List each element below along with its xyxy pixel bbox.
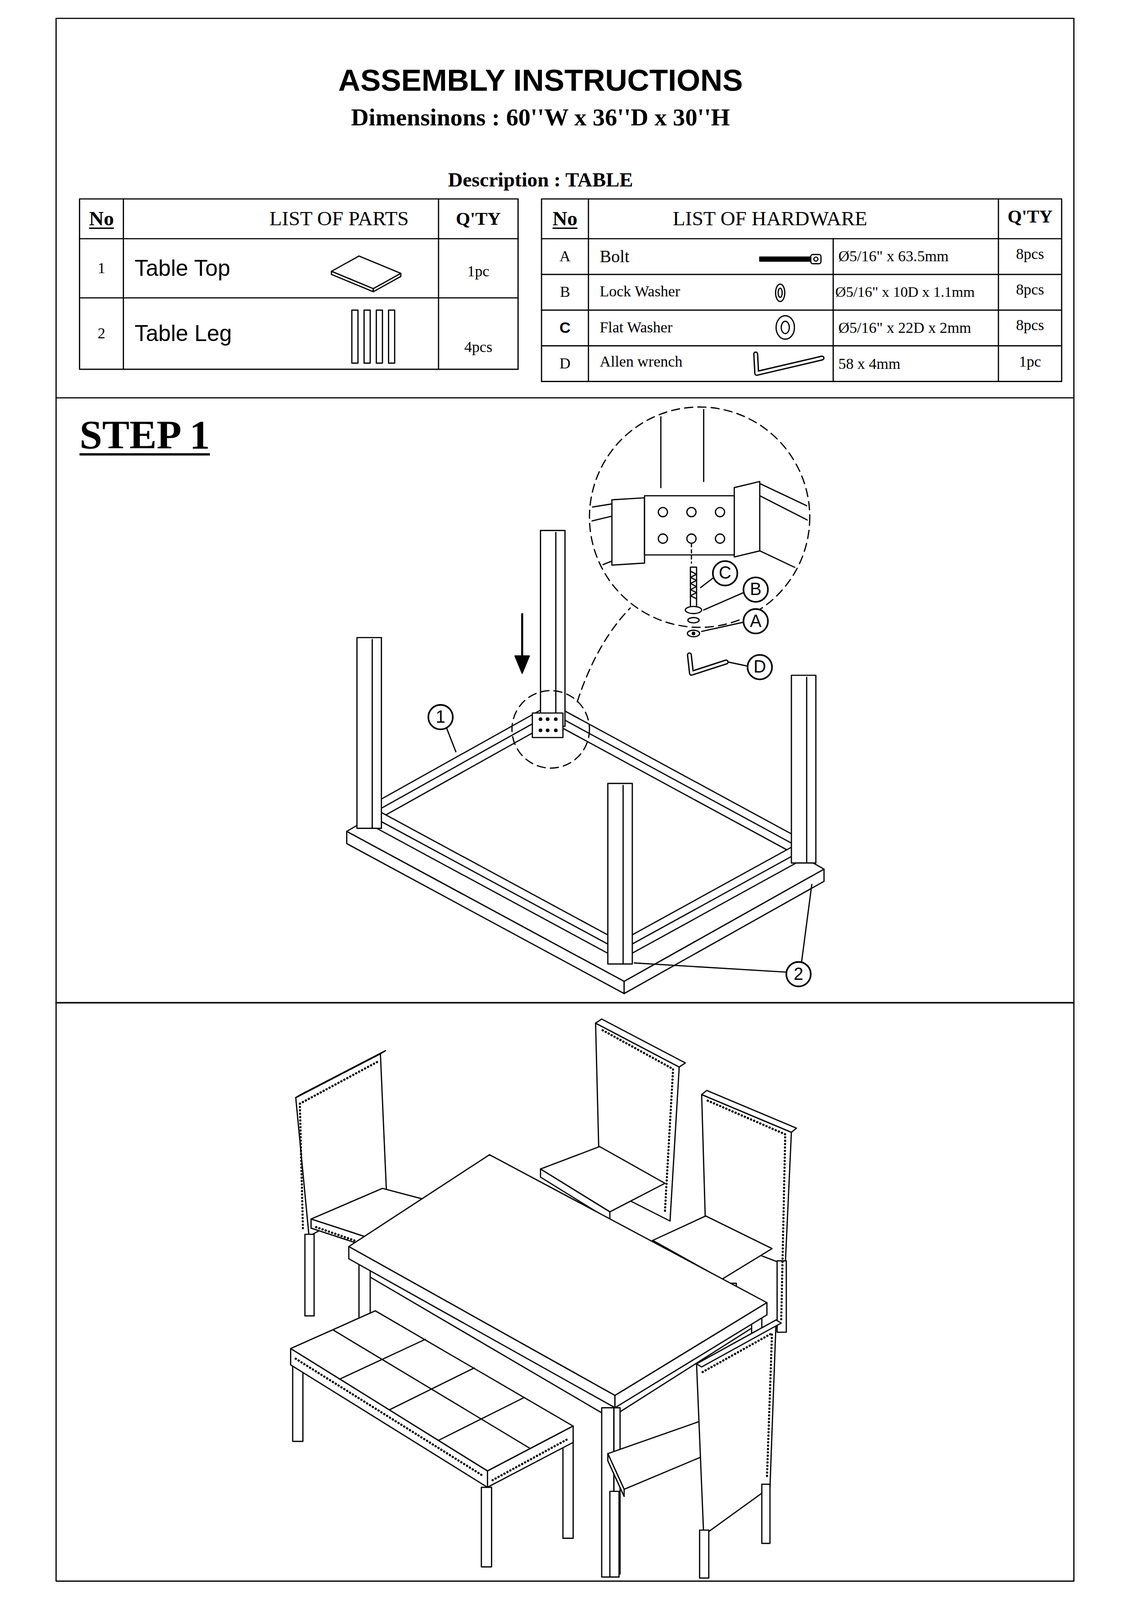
description-text: Description : TABLE: [448, 168, 634, 192]
section-rule: [56, 1001, 1075, 1003]
text-slot: 4pcs: [439, 331, 517, 363]
part-name: Table Top: [134, 255, 231, 281]
hardware-name: Allen wrench: [599, 353, 683, 371]
text-slot: 1: [79, 239, 124, 297]
text-slot: A: [744, 609, 767, 633]
hardware-spec: Ø5/16" x 63.5mm: [838, 247, 949, 265]
dimensions-text: Dimensinons : 60''W x 36''D x 30''H: [351, 103, 730, 131]
text-slot: Table Leg: [134, 298, 337, 368]
parts-table-grid: [79, 198, 518, 370]
text-slot: Q'TY: [439, 199, 517, 238]
table-cell: 1pc: [467, 263, 490, 280]
text-slot: Q'TY: [999, 201, 1061, 233]
hardware-spec: Ø5/16" x 22D x 2mm: [838, 319, 971, 337]
table-cell: 8pcs: [1016, 281, 1045, 299]
text-slot: Ø5/16" x 10D x 1.1mm: [835, 275, 998, 310]
text-slot: STEP 1: [79, 407, 326, 461]
table-cell: C: [559, 319, 571, 337]
table-cell: 2: [97, 325, 106, 342]
table-cell: B: [559, 283, 570, 301]
hardware-table-grid: [541, 198, 1062, 382]
table-assembly-drawing: [346, 402, 825, 994]
part-name: Table Leg: [134, 320, 232, 346]
text-slot: ASSEMBLY INSTRUCTIONS: [254, 61, 827, 99]
text-slot: 8pcs: [999, 312, 1061, 339]
part-icon: [331, 256, 401, 364]
text-slot: 8pcs: [999, 240, 1061, 268]
table-cell: A: [559, 247, 571, 265]
table-cell: 1: [97, 259, 106, 277]
text-slot: 2: [787, 962, 810, 986]
text-slot: C: [713, 562, 737, 585]
hardware-spec: Ø5/16" x 10D x 1.1mm: [835, 284, 975, 301]
text-slot: C: [541, 310, 589, 345]
text-slot: Dimensinons : 60''W x 36''D x 30''H: [203, 99, 878, 135]
text-slot: Allen wrench: [599, 346, 755, 377]
text-slot: D: [748, 655, 771, 678]
hardware-name: Bolt: [599, 247, 630, 267]
step-heading: STEP 1: [79, 412, 210, 457]
text-slot: 1pc: [999, 347, 1061, 376]
hardware-name: Flat Washer: [599, 319, 673, 336]
text-slot: LIST OF PARTS: [244, 199, 434, 238]
table-cell: 8pcs: [1016, 316, 1045, 334]
callout-number: 1: [435, 707, 446, 727]
text-slot: LIST OF HARDWARE: [632, 199, 908, 238]
table-cell: D: [559, 355, 571, 372]
text-slot: Table Top: [134, 239, 327, 297]
text-slot: 2: [79, 298, 124, 368]
column-header: Q'TY: [455, 208, 501, 229]
text-slot: No: [541, 199, 589, 238]
hardware-spec: 58 x 4mm: [838, 355, 901, 373]
text-slot: Description : TABLE: [387, 166, 694, 194]
text-slot: B: [744, 578, 767, 601]
table-cell: 8pcs: [1016, 245, 1045, 263]
text-slot: 8pcs: [999, 276, 1061, 303]
column-header: LIST OF PARTS: [269, 207, 409, 230]
text-slot: 58 x 4mm: [838, 347, 997, 381]
text-slot: Ø5/16" x 63.5mm: [838, 239, 997, 274]
text-slot: B: [541, 275, 589, 310]
callout-number: D: [753, 657, 766, 677]
text-slot: 1pc: [439, 254, 517, 288]
text-slot: 1: [429, 705, 452, 729]
hardware-icon: [755, 254, 822, 374]
text-slot: Lock Washer: [599, 275, 755, 309]
text-slot: A: [541, 239, 589, 274]
title-text: ASSEMBLY INSTRUCTIONS: [338, 63, 743, 98]
text-slot: No: [79, 199, 124, 238]
table-cell: 4pcs: [464, 338, 493, 356]
page-frame: [56, 18, 1075, 1581]
column-header: Q'TY: [1007, 206, 1053, 227]
text-slot: Bolt: [599, 239, 714, 274]
column-header: No: [88, 207, 114, 230]
callout-number: B: [749, 579, 762, 600]
text-slot: D: [541, 346, 589, 381]
text-slot: Ø5/16" x 22D x 2mm: [838, 310, 997, 345]
column-header: LIST OF HARDWARE: [672, 207, 868, 230]
callout-number: 2: [793, 964, 804, 984]
column-header: No: [552, 207, 578, 230]
table-cell: 1pc: [1018, 353, 1041, 371]
text-slot: Flat Washer: [599, 310, 755, 344]
callout-number: A: [749, 611, 762, 631]
hardware-name: Lock Washer: [599, 283, 680, 300]
callout-number: C: [718, 563, 732, 583]
section-rule: [56, 397, 1075, 399]
dining-set-drawing: [290, 1018, 797, 1578]
